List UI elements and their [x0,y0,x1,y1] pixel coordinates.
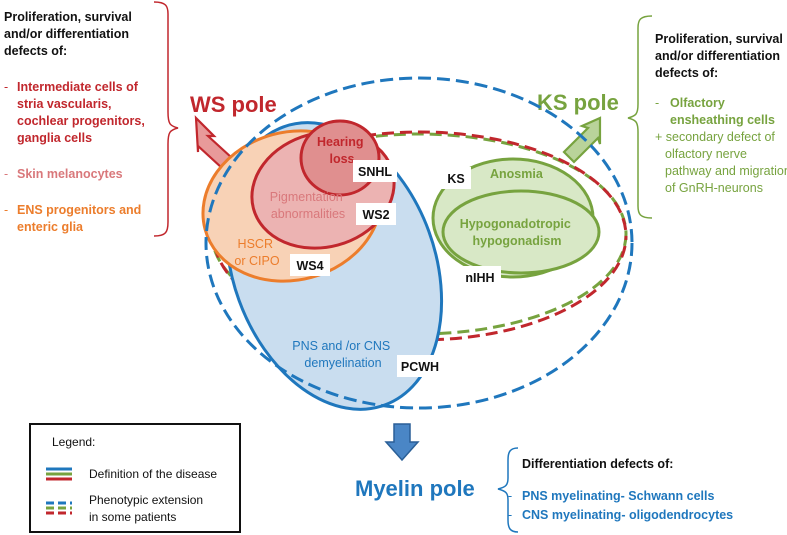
left-item-1: Intermediate cells of stria vascularis, … [17,80,148,145]
right-bracket [627,15,653,219]
snhl-label-box: SNHL [353,160,397,182]
legend: Legend: Definition of the disease Phenot… [29,423,241,533]
left-item-2: Skin melanocytes [17,167,123,181]
ws-pole-label: WS pole [190,92,277,117]
bottom-item-2: CNS myelinating- oligodendrocytes [522,508,733,522]
snhl-label: SNHL [358,165,392,179]
ks-label: KS [447,172,464,186]
right-item-1: Olfactory ensheathing cells [670,96,775,127]
ks-pole-arrow [562,116,602,164]
ws4-label-box: WS4 [290,254,330,276]
legend-title: Legend: [52,435,95,449]
hearing-loss-label: Hearing loss [317,135,367,166]
hscr-label: HSCR or CIPO [234,237,279,268]
nihh-label-box: nIHH [459,266,501,288]
ks-label-box: KS [441,167,471,189]
ks-pole-label: KS pole [537,90,619,115]
right-header: Proliferation, survival and/or different… [655,32,786,80]
bottom-bullet-1: - [508,489,512,503]
right-bullet-1: - [655,96,659,110]
bottom-bullet-2: - [508,508,512,522]
bottom-bracket [497,447,519,533]
bottom-item-1: PNS myelinating- Schwann cells [522,489,714,503]
left-item-3: ENS progenitors and enteric glia [17,203,145,234]
hypogonadism-label: Hypogonadotropic hypogonadism [460,217,575,248]
right-item-2: + secondary defect of olfactory nerve pa… [655,130,787,195]
ws2-label: WS2 [362,208,389,222]
anosmia-label: Anosmia [490,167,544,181]
left-bullet-1: - [4,80,8,94]
pcwh-label-box: PCWH [397,355,443,377]
demyelination-label: PNS and /or CNS demyelination [292,339,393,370]
hypo-ellipse [441,189,601,275]
left-bullet-3: - [4,203,8,217]
myelin-pole-label: Myelin pole [355,476,475,501]
legend-dashed-swatch [46,501,72,515]
bottom-header: Differentiation defects of: [522,457,673,471]
left-bullet-2: - [4,167,8,181]
ws4-label: WS4 [296,259,323,273]
left-header: Proliferation, survival and/or different… [4,10,135,58]
pcwh-label: PCWH [401,360,439,374]
nihh-label: nIHH [465,271,494,285]
ws2-label-box: WS2 [356,203,396,225]
myelin-pole-arrow [384,423,420,462]
left-bracket [153,1,179,237]
legend-solid-label: Definition of the disease [89,467,217,481]
legend-dashed-label: Phenotypic extension in some patients [89,493,206,524]
legend-solid-swatch [46,467,72,481]
pigmentation-label: Pigmentation abnormalities [270,190,346,221]
myelin-dashed-ellipse [204,76,634,410]
